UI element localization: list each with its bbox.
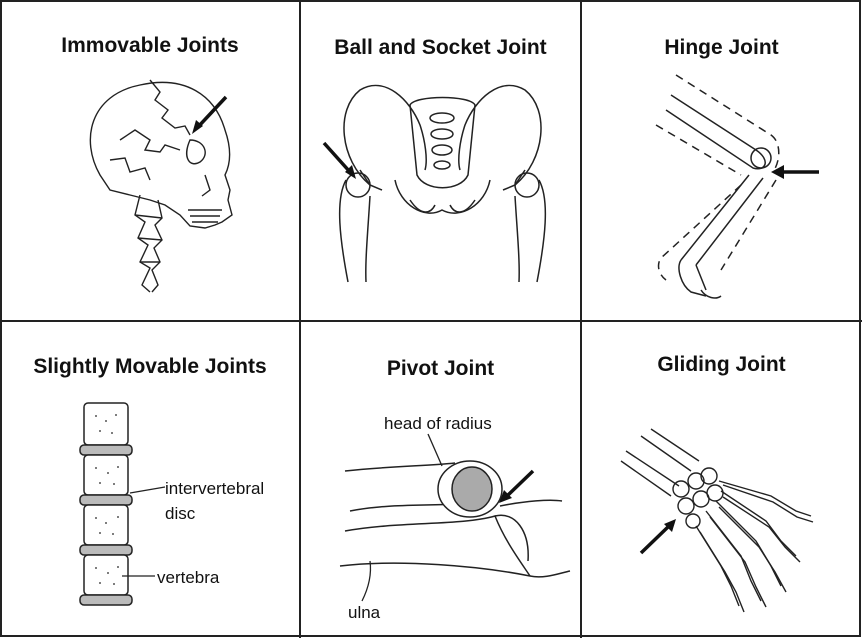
pelvis-illustration <box>300 0 581 321</box>
arrow-icon <box>192 97 226 134</box>
elbow-illustration <box>581 0 862 321</box>
panel-slightly-movable-joints: Slightly Movable Joints <box>0 321 300 638</box>
arrow-icon <box>771 165 819 179</box>
panel-immovable-joints: Immovable Joints <box>0 0 300 321</box>
arrow-icon <box>499 471 533 503</box>
panel-hinge-joint: Hinge Joint <box>581 0 862 321</box>
label-disc: disc <box>165 504 195 524</box>
panel-ball-socket-joint: Ball and Socket Joint <box>300 0 581 321</box>
label-head-of-radius: head of radius <box>384 414 492 434</box>
pivot-illustration <box>300 321 581 638</box>
arrow-icon <box>641 519 676 553</box>
label-ulna: ulna <box>348 603 380 623</box>
hand-illustration <box>581 321 862 638</box>
panel-gliding-joint: Gliding Joint <box>581 321 862 638</box>
label-intervertebral: intervertebral <box>165 479 264 499</box>
panel-pivot-joint: Pivot Joint head of radius ulna <box>300 321 581 638</box>
skull-illustration <box>0 0 300 321</box>
label-vertebra: vertebra <box>157 568 219 588</box>
